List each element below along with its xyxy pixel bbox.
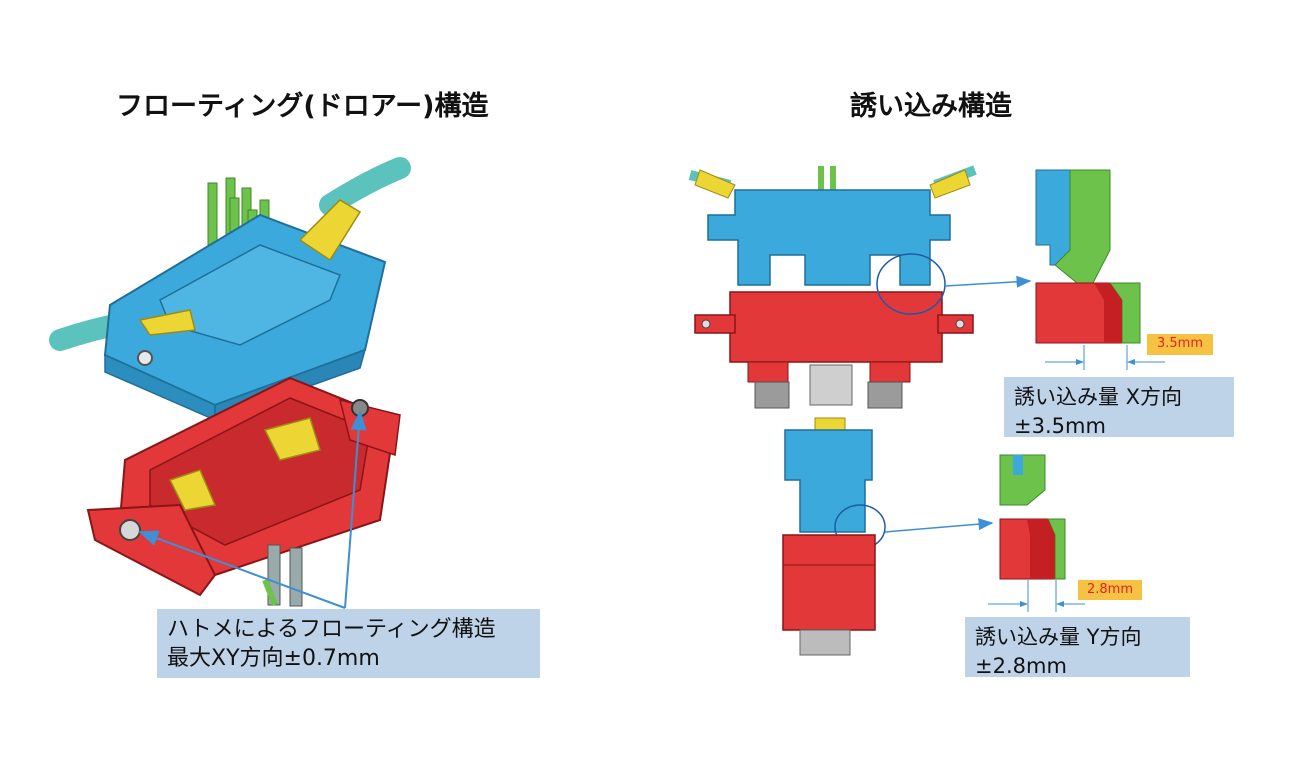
yellow-terminal-left — [138, 309, 196, 336]
callout-x-direction: 誘い込み量 X方向 ±3.5mm — [1004, 377, 1234, 438]
yellow-blade-1 — [168, 469, 217, 511]
callout-floating-line1: ハトメによるフローティング構造 — [167, 617, 496, 642]
guide-circle-x — [876, 253, 946, 315]
guide-connector-y-illustration — [782, 417, 994, 656]
arrow-zoom-y — [884, 518, 994, 533]
guide-connector-x-illustration — [688, 165, 1032, 409]
callout-x-line2: ±3.5mm — [1014, 414, 1106, 438]
grommet-blue — [137, 350, 153, 366]
arrow-zoom-x — [944, 275, 1032, 288]
blue-housing-y — [784, 429, 873, 533]
red-housing-y — [782, 534, 876, 631]
arrow-grommet-right — [344, 410, 367, 609]
yellow-blade-2 — [263, 417, 321, 461]
yellow-terminal-top — [298, 199, 362, 262]
title-floating-structure: フローティング(ドロアー)構造 — [116, 91, 489, 122]
blue-housing-side — [707, 189, 951, 286]
callout-y-line2: ±2.8mm — [975, 654, 1067, 678]
zoom-detail-y — [988, 454, 1085, 612]
cable-top-right — [319, 157, 411, 216]
callout-floating-line2: 最大XY方向±0.7mm — [167, 646, 380, 671]
grommet-red-left — [119, 519, 141, 541]
arrow-grommet-left — [138, 530, 346, 609]
callout-x-line1: 誘い込み量 X方向 — [1014, 385, 1183, 409]
title-guide-structure: 誘い込み構造 — [850, 91, 1012, 122]
zoom-detail-x — [1035, 169, 1165, 370]
red-housing-side — [729, 291, 943, 363]
callout-y-direction: 誘い込み量 Y方向 ±2.8mm — [965, 617, 1190, 678]
callout-y-line1: 誘い込み量 Y方向 — [975, 625, 1142, 649]
dimension-tag-y: 2.8mm — [1078, 580, 1142, 600]
floating-connector-illustration — [49, 157, 411, 609]
dimension-tag-x: 3.5mm — [1147, 334, 1213, 355]
callout-floating: ハトメによるフローティング構造 最大XY方向±0.7mm — [157, 609, 540, 678]
